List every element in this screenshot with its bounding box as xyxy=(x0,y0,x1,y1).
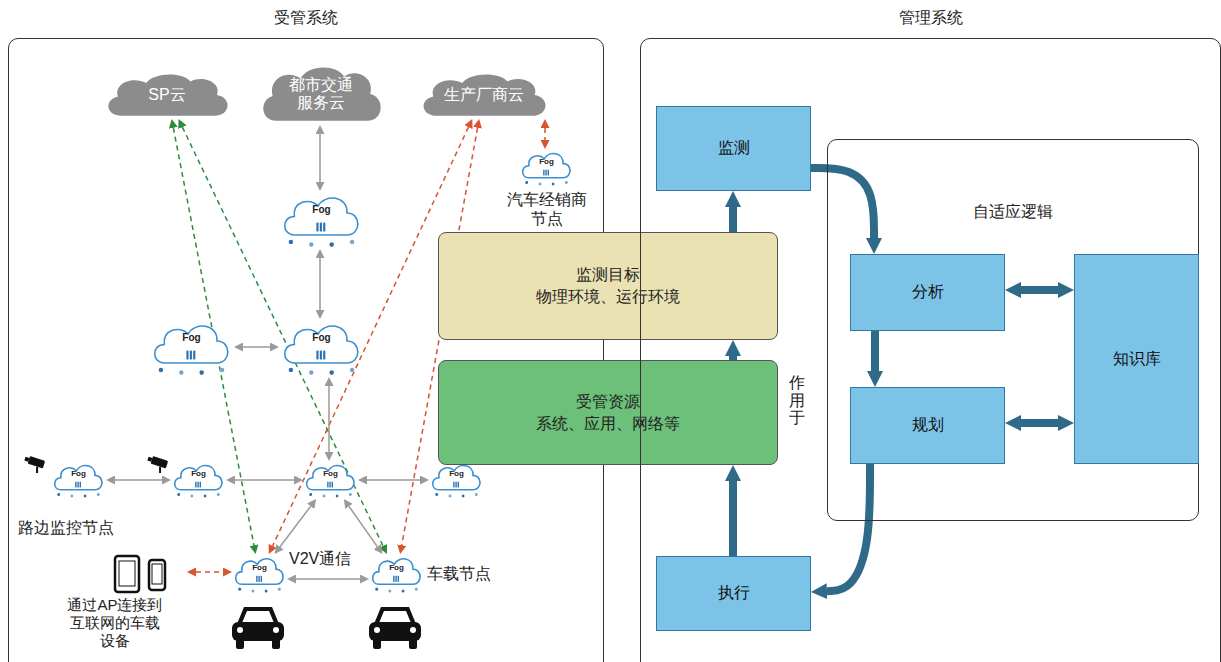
fog-label: Fog xyxy=(232,554,287,572)
fog-node: Fog xyxy=(279,191,364,249)
phone-icon xyxy=(113,554,183,594)
fog-cloud-shape xyxy=(232,554,287,594)
node-caption: 系统、应用、网络等 xyxy=(536,413,680,435)
fog-cloud-shape xyxy=(303,461,358,499)
fog-cloud-shape xyxy=(369,554,424,594)
network-link xyxy=(319,258,321,310)
node-caption: 车载节点 xyxy=(427,564,491,583)
fog-cloud-shape xyxy=(519,149,574,187)
fog-cloud-shape xyxy=(429,461,484,499)
device-label: 通过AP连接到互联网的车载设备 xyxy=(65,596,165,650)
car-icon xyxy=(232,607,284,649)
band-box: 受管资源系统、应用、网络等 xyxy=(438,360,778,465)
flow-arrow xyxy=(827,464,870,591)
fog-label: Fog xyxy=(519,149,574,166)
process-box: 监测 xyxy=(656,106,811,191)
vertical-label: 作用于 xyxy=(789,374,805,427)
fog-node: Fog xyxy=(149,319,234,377)
device-node: 通过AP连接到互联网的车载设备 xyxy=(65,554,187,659)
box-label: 执行 xyxy=(718,583,750,604)
band-box: 监测目标物理环境、运行环境 xyxy=(438,232,778,340)
fog-cloud-shape xyxy=(279,191,364,249)
car-icon xyxy=(369,607,421,649)
fog-cloud-shape xyxy=(279,319,364,377)
band-text: 受管资源 xyxy=(576,391,640,413)
group-title: 自适应逻辑 xyxy=(828,202,1198,223)
flow-arrow xyxy=(729,481,737,556)
system-panel: 受管系统SP云都市交通服务云生产厂商云Fog汽车经销商节点FogFogFogFo… xyxy=(8,38,604,662)
network-link xyxy=(115,479,162,481)
box-label: 监测 xyxy=(718,138,750,159)
flow-arrow xyxy=(1021,286,1058,294)
fog-label: Fog xyxy=(279,191,364,215)
cloud-label: 都市交通服务云 xyxy=(283,76,359,113)
network-link xyxy=(328,386,330,452)
fog-label: Fog xyxy=(171,461,226,478)
fog-label: Fog xyxy=(303,461,358,478)
cloud-label: SP云 xyxy=(148,86,185,104)
fog-label: Fog xyxy=(51,461,106,478)
fog-node: Fog xyxy=(279,319,364,377)
network-link xyxy=(367,479,420,481)
network-link xyxy=(296,578,360,580)
annotation-label: V2V通信 xyxy=(289,549,351,568)
network-link xyxy=(544,128,546,140)
node-caption: 物理环境、运行环境 xyxy=(536,286,680,308)
flow-arrow xyxy=(729,207,737,232)
fog-label: Fog xyxy=(149,319,234,343)
fog-node: Fog xyxy=(303,461,358,499)
flow-arrow xyxy=(811,168,874,238)
fog-label: Fog xyxy=(279,319,364,343)
network-link xyxy=(235,479,294,481)
fog-cloud-shape xyxy=(149,319,234,377)
annotation-label: 路边监控节点 xyxy=(18,518,114,537)
process-box: 执行 xyxy=(656,556,811,631)
network-link xyxy=(349,506,377,546)
fog-node: Fog车载节点 xyxy=(369,554,424,594)
process-box: 知识库 xyxy=(1074,254,1199,464)
panel-title: 管理系统 xyxy=(641,8,1220,29)
fog-label: Fog xyxy=(369,554,424,572)
camera-icon xyxy=(145,455,168,474)
camera-icon xyxy=(22,455,45,474)
process-box: 分析 xyxy=(850,254,1005,331)
cloud-node: 生产厂商云 xyxy=(416,71,551,119)
band-text: 监测目标 xyxy=(576,264,640,286)
fog-node: Fog xyxy=(429,461,484,499)
fog-node: Fog汽车经销商节点 xyxy=(519,149,574,187)
network-link xyxy=(196,571,223,573)
cloud-label: 生产厂商云 xyxy=(444,86,524,104)
node-caption: 汽车经销商节点 xyxy=(505,190,589,228)
cloud-node: 都市交通服务云 xyxy=(256,63,386,125)
box-label: 规划 xyxy=(912,415,944,436)
logic-group: 自适应逻辑分析规划 知识库 xyxy=(827,139,1199,521)
box-label: 知识库 xyxy=(1113,349,1161,370)
panel-title: 受管系统 xyxy=(9,8,603,29)
network-link xyxy=(280,506,311,547)
network-link xyxy=(319,134,321,182)
fog-node: Fog xyxy=(51,461,106,499)
cloud-node: SP云 xyxy=(101,71,233,119)
process-box: 规划 xyxy=(850,387,1005,464)
fog-node: Fog xyxy=(232,554,287,594)
fog-cloud-shape xyxy=(51,461,106,499)
box-label: 分析 xyxy=(912,282,944,303)
system-panel: 管理系统监测自适应逻辑分析规划知识库执行 xyxy=(640,38,1221,662)
flow-arrow xyxy=(871,331,879,371)
flow-arrow xyxy=(1021,419,1058,427)
network-link xyxy=(243,346,270,348)
fog-node: Fog xyxy=(171,461,226,499)
fog-cloud-shape xyxy=(171,461,226,499)
